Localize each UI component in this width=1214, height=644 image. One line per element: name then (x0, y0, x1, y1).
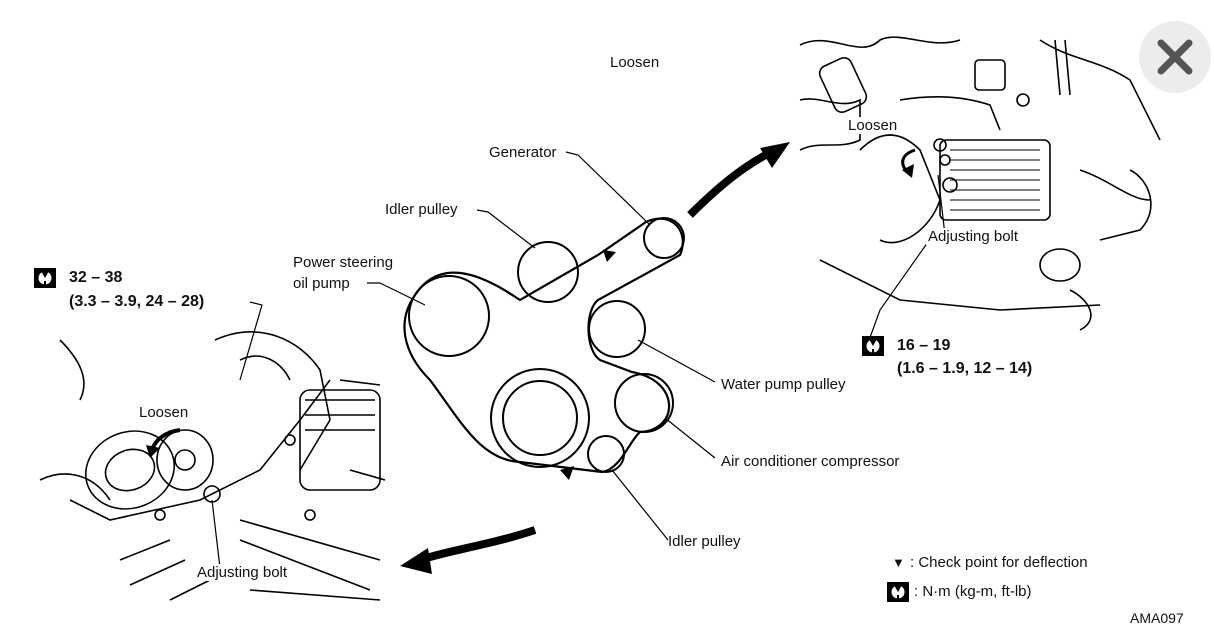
idler-pulley-label-bottom: Idler pulley (668, 533, 741, 550)
torque-right-value: 16 – 19 (897, 337, 951, 354)
close-button[interactable] (1139, 21, 1211, 93)
right-engine-illustration (799, 36, 1161, 331)
torque-wrench-icon (862, 336, 884, 356)
arrow-to-left-view (418, 526, 537, 564)
loosen-label-top: Loosen (610, 54, 660, 71)
check-point-triangle-lower (560, 466, 574, 480)
torque-wrench-icon (887, 582, 909, 602)
idler-pulley-lower (587, 435, 625, 473)
power-steering-label-line2: oil pump (293, 275, 350, 292)
legend-triangle-icon: ▼ (892, 555, 905, 570)
water-pump-pulley (588, 300, 646, 358)
idler-pulley-label-top: Idler pulley (385, 201, 458, 218)
torque-left-detail: (3.3 – 3.9, 24 – 28) (69, 293, 205, 310)
idler-pulley-upper (517, 241, 579, 303)
close-x-icon (1157, 39, 1193, 75)
figure-code: AMA097 (1130, 610, 1184, 626)
loosen-label-left: Loosen (137, 404, 191, 421)
torque-left-value: 32 – 38 (69, 269, 123, 286)
loosen-label-right: Loosen (846, 117, 900, 134)
arrow-to-right-view (687, 146, 777, 218)
torque-wrench-icon (34, 268, 56, 288)
torque-right-detail: (1.6 – 1.9, 12 – 14) (897, 360, 1033, 377)
power-steering-label-line1: Power steering (293, 254, 394, 271)
belt-diagram-core (403, 217, 685, 474)
ac-compressor-label: Air conditioner compressor (721, 453, 900, 470)
power-steering-pulley (408, 275, 490, 357)
check-point-triangle-upper (603, 250, 616, 262)
adjusting-bolt-label-left: Adjusting bolt (195, 564, 290, 581)
generator-label: Generator (489, 144, 557, 161)
adjusting-bolt-label-right: Adjusting bolt (926, 228, 1021, 245)
generator-pulley (643, 217, 685, 259)
legend-check-point-text: : Check point for deflection (910, 554, 1088, 571)
crankshaft-pulley (490, 368, 590, 468)
left-engine-illustration (39, 331, 386, 601)
water-pump-label: Water pump pulley (721, 376, 846, 393)
legend-torque-text: : N·m (kg-m, ft-lb) (914, 583, 1032, 600)
ac-compressor-pulley (614, 373, 674, 433)
leader-lines (211, 151, 946, 569)
